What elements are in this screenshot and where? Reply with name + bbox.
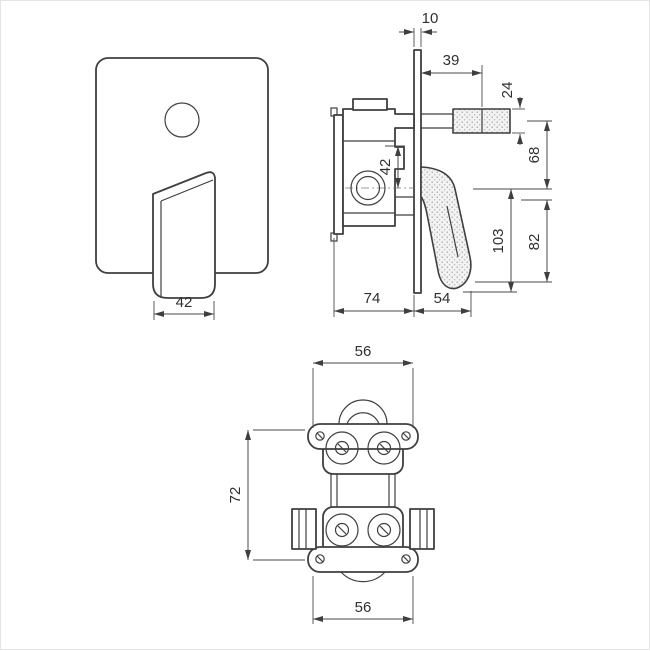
- side-dim-handle-length: 103: [463, 189, 517, 293]
- side-view: 10 39 24 42 68: [330, 10, 552, 317]
- upper-port-circle: [367, 431, 401, 465]
- mounting-bracket: [333, 114, 344, 235]
- side-dim-spout-length: 39: [421, 52, 483, 107]
- handle-edge-line: [160, 179, 214, 202]
- dimension-label-front-42: 42: [176, 294, 193, 311]
- plug-slot-line: [337, 525, 347, 535]
- rear-dim-bottom-width: 56: [312, 576, 414, 624]
- inlet-port-circle: [350, 170, 386, 206]
- plug-slot-line: [337, 443, 347, 453]
- front-lever-handle: [152, 171, 216, 299]
- bottom-mounting-plate: [307, 546, 419, 573]
- dimension-label-54: 54: [434, 290, 451, 307]
- rear-dim-mount-height: 72: [227, 429, 305, 561]
- dimension-label-42: 42: [377, 159, 394, 176]
- handle-detail-line: [446, 205, 459, 258]
- cartridge-nut: [352, 98, 388, 111]
- lower-port-plug: [334, 522, 350, 538]
- plug-slot-line: [379, 525, 389, 535]
- side-dim-lower-height: 82: [475, 199, 552, 283]
- upper-port-plug: [376, 440, 392, 456]
- screw-hole: [315, 554, 325, 564]
- dimension-label-103: 103: [490, 228, 507, 253]
- side-lever-handle: [420, 166, 472, 290]
- dimension-label-56-bottom: 56: [355, 599, 372, 616]
- upper-port-circle: [325, 431, 359, 465]
- bottom-arc: [340, 571, 386, 583]
- plug-slot-line: [379, 443, 389, 453]
- rear-view: 56 72 56: [227, 343, 435, 624]
- side-dim-depths: 74 54: [333, 238, 472, 317]
- front-dim-handle-width: 42: [153, 294, 215, 320]
- dome-arc: [338, 399, 388, 425]
- side-dim-spout-diameter: 24: [499, 82, 525, 145]
- dimension-label-82: 82: [526, 234, 543, 251]
- screw-slot-line: [402, 555, 410, 563]
- diverter-button: [164, 102, 200, 138]
- side-escutcheon-plate: [413, 49, 422, 294]
- front-view: 42: [95, 57, 269, 320]
- side-dim-port-offset: 42: [377, 145, 405, 188]
- screw-hole: [401, 554, 411, 564]
- dimension-label-74: 74: [364, 290, 381, 307]
- side-dim-plate-thickness: 10: [399, 10, 438, 47]
- screw-hole: [315, 431, 325, 441]
- dimension-label-56-top: 56: [355, 343, 372, 360]
- right-outlet-block: [409, 508, 435, 550]
- dome-inner-arc: [346, 412, 380, 425]
- top-mounting-plate: [307, 423, 419, 450]
- lower-port-plug: [376, 522, 392, 538]
- dimension-label-39: 39: [443, 52, 460, 69]
- lower-port-circle: [367, 513, 401, 547]
- dimension-label-24: 24: [499, 82, 516, 99]
- upper-port-plug: [334, 440, 350, 456]
- screw-slot-line: [402, 432, 410, 440]
- screw-hole: [401, 431, 411, 441]
- dimension-label-72: 72: [227, 487, 244, 504]
- rear-dim-top-width: 56: [312, 343, 414, 428]
- left-outlet-block: [291, 508, 317, 550]
- dimension-label-68: 68: [526, 147, 543, 164]
- lower-port-circle: [325, 513, 359, 547]
- dimension-label-10: 10: [422, 10, 439, 27]
- screw-slot-line: [316, 432, 324, 440]
- inlet-port-bore: [355, 175, 381, 201]
- screw-slot-line: [316, 555, 324, 563]
